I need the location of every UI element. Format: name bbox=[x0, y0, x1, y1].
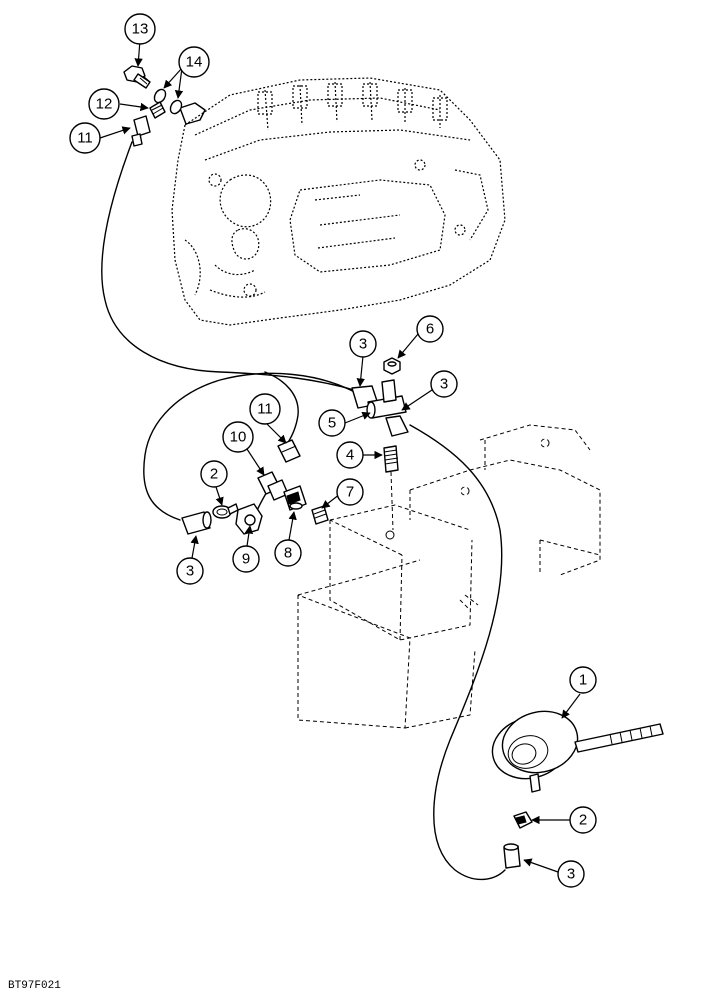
banjo-fitting-12 bbox=[149, 101, 166, 119]
hose-3-left bbox=[181, 511, 212, 535]
swivel-union-8 bbox=[283, 485, 307, 511]
callout-1: 1 bbox=[569, 666, 597, 694]
elbow-fitting-10 bbox=[257, 471, 289, 501]
hose-3-bottom bbox=[503, 843, 521, 869]
callout-13: 13 bbox=[124, 13, 156, 45]
injection-pump bbox=[171, 77, 506, 326]
sealing-washers-14 bbox=[153, 88, 183, 115]
hose-clamp-2-left bbox=[212, 503, 239, 519]
callout-10-label: 10 bbox=[230, 429, 247, 446]
callout-3-left: 3 bbox=[176, 557, 204, 585]
callout-3-bottom: 3 bbox=[557, 860, 585, 888]
callout-11-mid: 11 bbox=[249, 393, 281, 425]
hose-lines bbox=[101, 141, 506, 881]
stud-4 bbox=[383, 445, 399, 531]
callout-9: 9 bbox=[232, 545, 260, 573]
nut-6 bbox=[383, 357, 401, 375]
callout-5-label: 5 bbox=[328, 415, 336, 432]
callout-12-label: 12 bbox=[96, 96, 113, 113]
callout-10: 10 bbox=[222, 421, 254, 453]
callout-11-top: 11 bbox=[69, 122, 101, 154]
callout-14-label: 14 bbox=[186, 54, 203, 71]
callout-9-label: 9 bbox=[242, 551, 250, 568]
callout-2-right-label: 2 bbox=[579, 812, 587, 829]
callout-3-left-label: 3 bbox=[186, 563, 194, 580]
leader-lines bbox=[99, 39, 581, 873]
wastegate-actuator-1 bbox=[491, 710, 664, 793]
line-fitting-11-top bbox=[131, 115, 151, 147]
callout-14: 14 bbox=[178, 46, 210, 78]
callout-6-label: 6 bbox=[426, 321, 434, 338]
callout-13-label: 13 bbox=[132, 21, 149, 38]
callout-11-mid-label: 11 bbox=[257, 401, 273, 418]
callout-7: 7 bbox=[336, 478, 364, 506]
callout-3-top-left: 3 bbox=[349, 330, 377, 358]
callout-2-left: 2 bbox=[200, 460, 228, 488]
callout-4-label: 4 bbox=[346, 447, 354, 464]
callout-2-right: 2 bbox=[569, 806, 597, 834]
callout-3-top-right: 3 bbox=[430, 370, 458, 398]
callout-8-label: 8 bbox=[284, 545, 292, 562]
callout-11-top-label: 11 bbox=[77, 130, 93, 147]
callout-3-top-left-label: 3 bbox=[359, 336, 367, 353]
engine-block bbox=[297, 424, 601, 729]
callout-2-left-label: 2 bbox=[210, 466, 218, 483]
callout-8: 8 bbox=[274, 539, 302, 567]
callout-7-label: 7 bbox=[346, 484, 354, 501]
figure-code: BT97F021 bbox=[8, 980, 61, 992]
callout-5: 5 bbox=[318, 409, 346, 437]
line-fitting-11-mid bbox=[277, 439, 301, 463]
hose-clamp-2-right bbox=[513, 811, 533, 829]
callout-3-bottom-label: 3 bbox=[567, 866, 575, 883]
callout-6: 6 bbox=[416, 315, 444, 343]
callout-3-top-right-label: 3 bbox=[440, 376, 448, 393]
callout-1-label: 1 bbox=[579, 672, 587, 689]
union-fitting-9 bbox=[235, 503, 263, 535]
callout-12: 12 bbox=[88, 88, 120, 120]
connector-7 bbox=[311, 505, 329, 525]
callout-4: 4 bbox=[336, 441, 364, 469]
banjo-bolt-13 bbox=[123, 65, 151, 89]
